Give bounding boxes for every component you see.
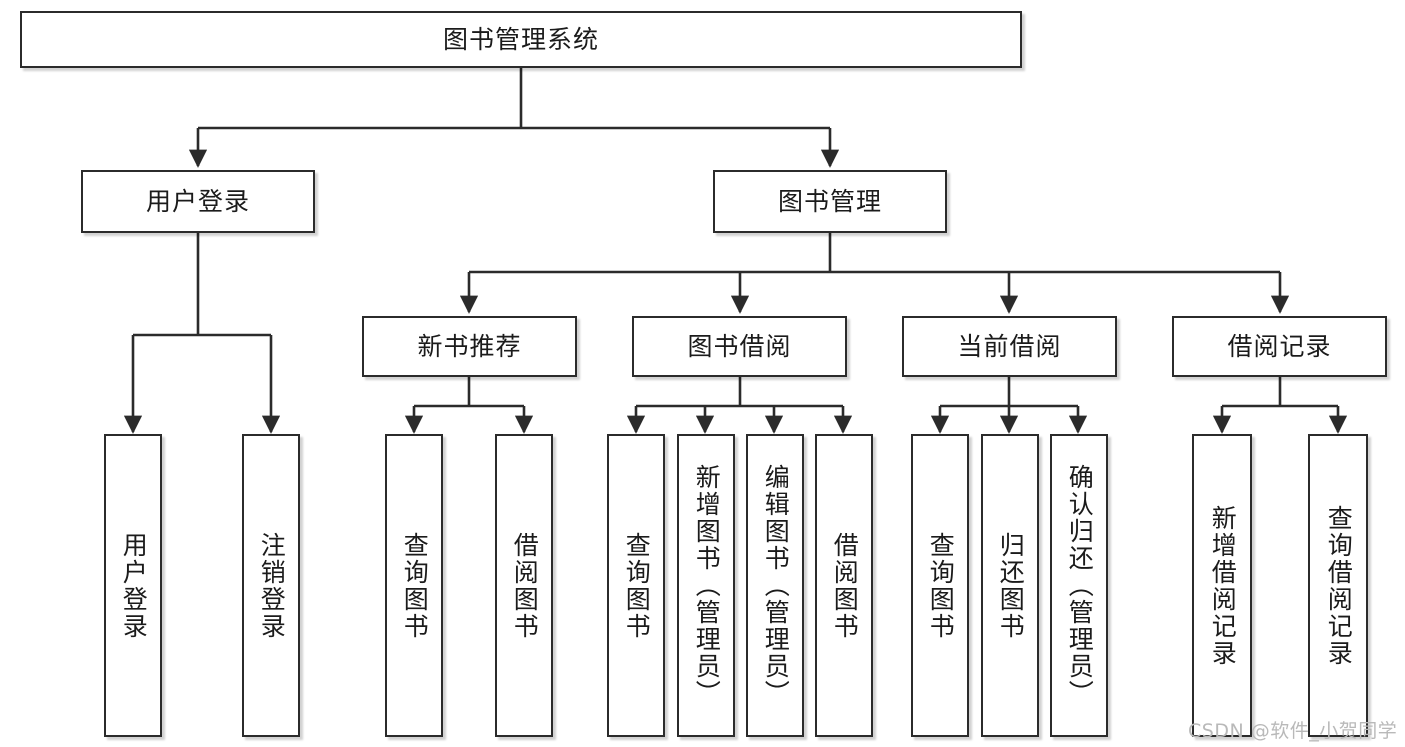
leaf-return-book-label: 归还图书 (996, 531, 1026, 640)
node-new-book-recommend[interactable]: 新书推荐 (362, 316, 577, 377)
node-book-borrow-label: 图书借阅 (687, 331, 792, 361)
leaf-add-borrow-record[interactable]: 新增借阅记录 (1192, 434, 1252, 737)
leaf-query-book-recommend[interactable]: 查询图书 (385, 434, 443, 737)
leaf-borrow-book[interactable]: 借阅图书 (815, 434, 873, 737)
leaf-query-book-current[interactable]: 查询图书 (911, 434, 969, 737)
leaf-borrow-book-recommend[interactable]: 借阅图书 (495, 434, 553, 737)
node-new-book-recommend-label: 新书推荐 (417, 331, 522, 361)
node-current-borrow-label: 当前借阅 (957, 331, 1062, 361)
node-root-label: 图书管理系统 (442, 24, 599, 54)
leaf-edit-book-label: 编辑图书（管理员） (761, 464, 791, 707)
leaf-query-book-borrow[interactable]: 查询图书 (607, 434, 665, 737)
leaf-borrow-book-recommend-label: 借阅图书 (510, 531, 540, 640)
leaf-borrow-book-label: 借阅图书 (830, 531, 860, 640)
leaf-add-book[interactable]: 新增图书（管理员） (677, 434, 735, 737)
node-root[interactable]: 图书管理系统 (20, 11, 1022, 68)
node-borrow-record[interactable]: 借阅记录 (1172, 316, 1387, 377)
leaf-add-borrow-record-label: 新增借阅记录 (1208, 504, 1238, 667)
leaf-user-login[interactable]: 用户登录 (104, 434, 162, 737)
leaf-query-book-current-label: 查询图书 (926, 531, 956, 640)
leaf-user-logout-label: 注销登录 (257, 531, 287, 640)
leaf-query-book-borrow-label: 查询图书 (622, 531, 652, 640)
leaf-query-borrow-record[interactable]: 查询借阅记录 (1308, 434, 1368, 737)
leaf-add-book-label: 新增图书（管理员） (692, 464, 722, 707)
node-borrow-record-label: 借阅记录 (1227, 331, 1332, 361)
node-current-borrow[interactable]: 当前借阅 (902, 316, 1117, 377)
node-book-manage[interactable]: 图书管理 (713, 170, 947, 233)
node-book-borrow[interactable]: 图书借阅 (632, 316, 847, 377)
leaf-user-logout[interactable]: 注销登录 (242, 434, 300, 737)
watermark: CSDN @软件_小贺同学 (1188, 720, 1398, 742)
leaf-edit-book[interactable]: 编辑图书（管理员） (746, 434, 804, 737)
leaf-query-borrow-record-label: 查询借阅记录 (1324, 504, 1354, 667)
leaf-query-book-recommend-label: 查询图书 (400, 531, 430, 640)
node-user-login[interactable]: 用户登录 (81, 170, 315, 233)
node-user-login-label: 用户登录 (145, 186, 250, 216)
leaf-user-login-label: 用户登录 (119, 531, 149, 640)
leaf-confirm-return[interactable]: 确认归还（管理员） (1050, 434, 1108, 737)
leaf-return-book[interactable]: 归还图书 (981, 434, 1039, 737)
leaf-confirm-return-label: 确认归还（管理员） (1065, 464, 1095, 707)
node-book-manage-label: 图书管理 (777, 186, 882, 216)
